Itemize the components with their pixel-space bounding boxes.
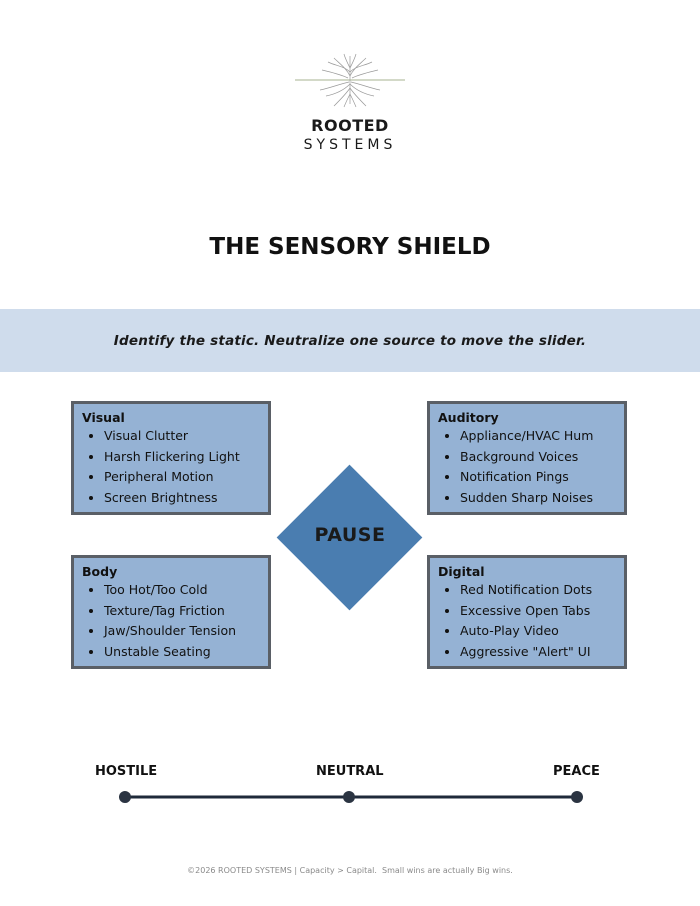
list-item: Jaw/Shoulder Tension xyxy=(104,621,260,642)
quadrant-list: Appliance/HVAC Hum Background Voices Not… xyxy=(438,426,616,508)
quadrant-visual: Visual Visual Clutter Harsh Flickering L… xyxy=(71,401,271,515)
slider-label-hostile: HOSTILE xyxy=(95,764,158,779)
quadrant-heading: Auditory xyxy=(438,410,499,425)
list-item: Too Hot/Too Cold xyxy=(104,580,260,601)
list-item: Appliance/HVAC Hum xyxy=(460,426,616,447)
slider-stop-neutral[interactable] xyxy=(343,791,355,803)
list-item: Excessive Open Tabs xyxy=(460,601,616,622)
quadrant-heading: Digital xyxy=(438,564,485,579)
logo: ROOTED SYSTEMS xyxy=(0,50,700,153)
quadrant-digital: Digital Red Notification Dots Excessive … xyxy=(427,555,627,669)
list-item: Red Notification Dots xyxy=(460,580,616,601)
quadrant-list: Red Notification Dots Excessive Open Tab… xyxy=(438,580,616,662)
quadrant-list: Too Hot/Too Cold Texture/Tag Friction Ja… xyxy=(82,580,260,662)
quadrant-auditory: Auditory Appliance/HVAC Hum Background V… xyxy=(427,401,627,515)
tree-roots-icon xyxy=(295,53,405,108)
quadrant-heading: Visual xyxy=(82,410,125,425)
quadrant-list: Visual Clutter Harsh Flickering Light Pe… xyxy=(82,426,260,508)
brand-subname: SYSTEMS xyxy=(303,137,397,153)
instruction-text: Identify the static. Neutralize one sour… xyxy=(113,332,587,349)
list-item: Unstable Seating xyxy=(104,642,260,663)
page-title: THE SENSORY SHIELD xyxy=(209,234,491,260)
list-item: Texture/Tag Friction xyxy=(104,601,260,622)
quadrant-heading: Body xyxy=(82,564,118,579)
slider-stop-peace[interactable] xyxy=(571,791,583,803)
list-item: Background Voices xyxy=(460,447,616,468)
list-item: Sudden Sharp Noises xyxy=(460,488,616,509)
list-item: Screen Brightness xyxy=(104,488,260,509)
list-item: Notification Pings xyxy=(460,467,616,488)
quadrant-body: Body Too Hot/Too Cold Texture/Tag Fricti… xyxy=(71,555,271,669)
list-item: Auto-Play Video xyxy=(460,621,616,642)
brand-name: ROOTED xyxy=(311,116,389,135)
list-item: Aggressive "Alert" UI xyxy=(460,642,616,663)
slider-stop-hostile[interactable] xyxy=(119,791,131,803)
calm-slider[interactable] xyxy=(0,786,700,808)
footer-text: ©2026 ROOTED SYSTEMS | Capacity > Capita… xyxy=(187,866,513,875)
list-item: Harsh Flickering Light xyxy=(104,447,260,468)
instruction-banner: Identify the static. Neutralize one sour… xyxy=(0,309,700,372)
list-item: Visual Clutter xyxy=(104,426,260,447)
list-item: Peripheral Motion xyxy=(104,467,260,488)
slider-label-peace: PEACE xyxy=(553,764,600,779)
slider-label-neutral: NEUTRAL xyxy=(316,764,384,779)
pause-label: PAUSE xyxy=(314,524,386,546)
